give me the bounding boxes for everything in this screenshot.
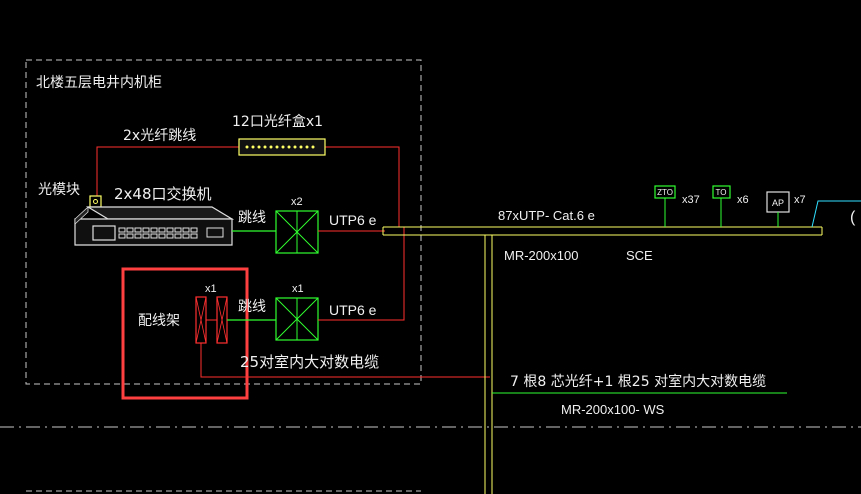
utp-label-1: UTP6 e	[329, 212, 377, 228]
outlet-zto-tag: ZTO	[657, 188, 673, 197]
tray-1-label: MR-200x100	[504, 248, 578, 263]
outlet-to-icon	[712, 185, 731, 227]
cable-7-label: 7 根8 芯光纤+1 根25 对室内大对数电缆	[510, 373, 766, 390]
switch-label: 2x48口交换机	[114, 185, 212, 203]
horizontal-tray	[382, 226, 823, 236]
edge-glyph: (	[850, 209, 856, 226]
outlet-to-tag: TO	[716, 188, 727, 197]
outlet-zto-icon	[654, 185, 676, 227]
access-point-icon	[766, 191, 790, 227]
cross-connect-2-icon	[275, 297, 319, 341]
fiber-patch-label: 2x光纤跳线	[123, 128, 196, 144]
fiber-box-ports	[245, 145, 315, 149]
cyan-link	[811, 200, 861, 228]
highlight-box	[121, 267, 249, 400]
x1-label-a: x1	[205, 283, 217, 295]
switch-icon	[74, 206, 235, 246]
cabinet-title: 北楼五层电井内机柜	[36, 75, 162, 91]
cable-87-label: 87xUTP- Cat.6 e	[498, 208, 595, 223]
fiber-box-label: 12口光纤盒x1	[232, 113, 323, 130]
outlet-zto-count: x37	[682, 194, 700, 206]
utp-line-2	[318, 227, 405, 321]
ap-count: x7	[794, 194, 806, 206]
cross-connect-1-icon	[275, 210, 319, 254]
optical-module-icon	[89, 195, 102, 208]
outlet-to-count: x6	[737, 194, 749, 206]
patch-panel-label: 配线架	[138, 313, 180, 329]
ap-tag: AP	[772, 198, 784, 208]
optical-module-label: 光模块	[38, 182, 80, 198]
cabinet-boundary	[25, 59, 422, 385]
x2-label: x2	[291, 196, 303, 208]
patch-panel-icon	[195, 296, 228, 344]
pair-cable-line	[200, 343, 490, 378]
sce-label: SCE	[626, 248, 653, 263]
jumper-label-1: 跳线	[238, 210, 266, 226]
jumper-label-2: 跳线	[238, 299, 266, 315]
x1-label-b: x1	[292, 283, 304, 295]
pair-cable-label: 25对室内大对数电缆	[240, 353, 379, 371]
utp-label-2: UTP6 e	[329, 302, 377, 318]
vertical-tray	[484, 235, 493, 494]
tray-2-label: MR-200x100- WS	[561, 402, 665, 417]
